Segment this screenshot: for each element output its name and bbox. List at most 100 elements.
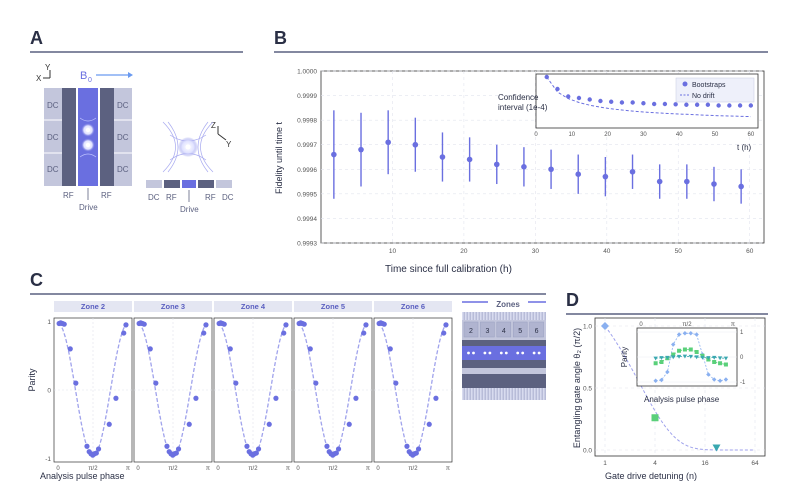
zone-ion [504,351,508,355]
b-inset-point [684,102,689,107]
b-inset-xtick-label: 20 [604,132,611,138]
b-ytick-label: 0.9994 [297,216,317,223]
rf-electrode-right [100,88,114,186]
zones-drive-row [462,346,546,360]
c-point [203,322,209,328]
c-xtick-label: 0 [216,466,220,472]
b-inset-xtick-label: 10 [568,132,575,138]
c-point [335,446,342,452]
dc-electrode-left [44,88,62,186]
b-point [331,151,337,158]
d-inset-point [671,355,676,360]
panel-b-points [331,110,744,204]
dc-label-6: DC [117,165,129,174]
panel-b-grid [321,70,764,244]
c-point [95,446,102,452]
cs-dc-right [216,180,232,188]
c-zone-title-bar [54,301,132,312]
dc-label-5: DC [117,133,129,142]
c-point [61,321,67,327]
c-point [361,330,367,336]
b-inset-point [716,103,721,108]
cs-rf-right [198,180,214,188]
c-point [233,380,239,386]
zone-number: 6 [535,328,539,335]
c-point [266,421,272,427]
b-inset-point [630,100,635,105]
c-point [281,330,287,336]
cs-rf-label-right: RF [205,193,216,202]
d-inset-ytick-label: 1 [740,330,744,336]
dc-label-4: DC [117,101,129,110]
d-inset-point [677,348,682,353]
b-xtick-label: 30 [532,248,540,255]
b-point [358,146,364,153]
zone-ion [488,351,492,355]
legend-bootstraps-marker [682,81,688,87]
d-inset-point [653,356,658,361]
c-xtick-label: 0 [136,466,140,472]
b-point [439,154,446,160]
b-inset-point [619,100,625,105]
d-inset-point [671,342,676,347]
c-point [175,446,182,452]
drive-label-bottom: Drive [180,205,199,214]
zones-title: Zones [496,300,520,309]
c-zone-title-bar [214,301,292,312]
c-point [353,395,359,401]
d-inset-point [682,354,688,359]
panel-label-a: A [30,28,43,48]
c-ytick-label: 0 [47,388,51,395]
cs-rf-label-left: RF [166,193,177,202]
axis-x-label: X [36,74,42,83]
d-inset-point [694,332,699,337]
b-point [629,168,636,175]
c-point [255,446,262,452]
b-xtick-label: 20 [460,248,468,255]
zones-top-stripes [462,312,546,320]
c-xtick-label: π [206,466,210,472]
d-point [601,322,609,330]
panel-label-c: C [30,270,43,290]
c-point [67,346,73,352]
c-xtick-label: 0 [56,466,60,472]
d-inset-point [676,354,682,359]
dc-label-2: DC [47,133,59,142]
b-inset-no-drift-line [546,76,751,118]
b-xtick-label: 40 [603,248,611,255]
d-inset-point [723,356,729,361]
c-xtick-label: 0 [376,466,380,472]
b-inset-point [566,94,571,99]
d-inset-point [688,354,693,359]
panel-d-xlabel: Gate drive detuning (n) [605,471,697,481]
b-inset-point [662,101,668,107]
c-point [387,346,393,352]
zone-ion [532,351,536,355]
d-xtick-label: 4 [653,460,657,467]
panel-d-ylabel: Entangling gate angle θ₂ (π/2) [572,328,582,448]
c-xtick-label: π/2 [248,466,258,472]
panel-b-ylabel: Fidelity until time t [274,121,284,194]
b-ytick-label: 0.9999 [297,93,317,100]
b-inset-xtick-label: 0 [534,132,538,138]
d-inset-point [712,377,717,382]
d-inset-point [712,360,717,364]
dc-electrode-right [114,88,132,186]
panel-label-b: B [274,28,287,48]
panel-b-y-ticks: 0.99930.99940.99950.99960.99970.99980.99… [297,69,317,248]
d-inset-point [723,377,729,382]
c-xtick-label: π/2 [408,466,418,472]
d-inset-point [717,378,723,383]
b-inset-xtick-label: 40 [676,132,683,138]
d-xtick-label: 64 [751,460,759,467]
zone-number: 5 [518,328,522,335]
